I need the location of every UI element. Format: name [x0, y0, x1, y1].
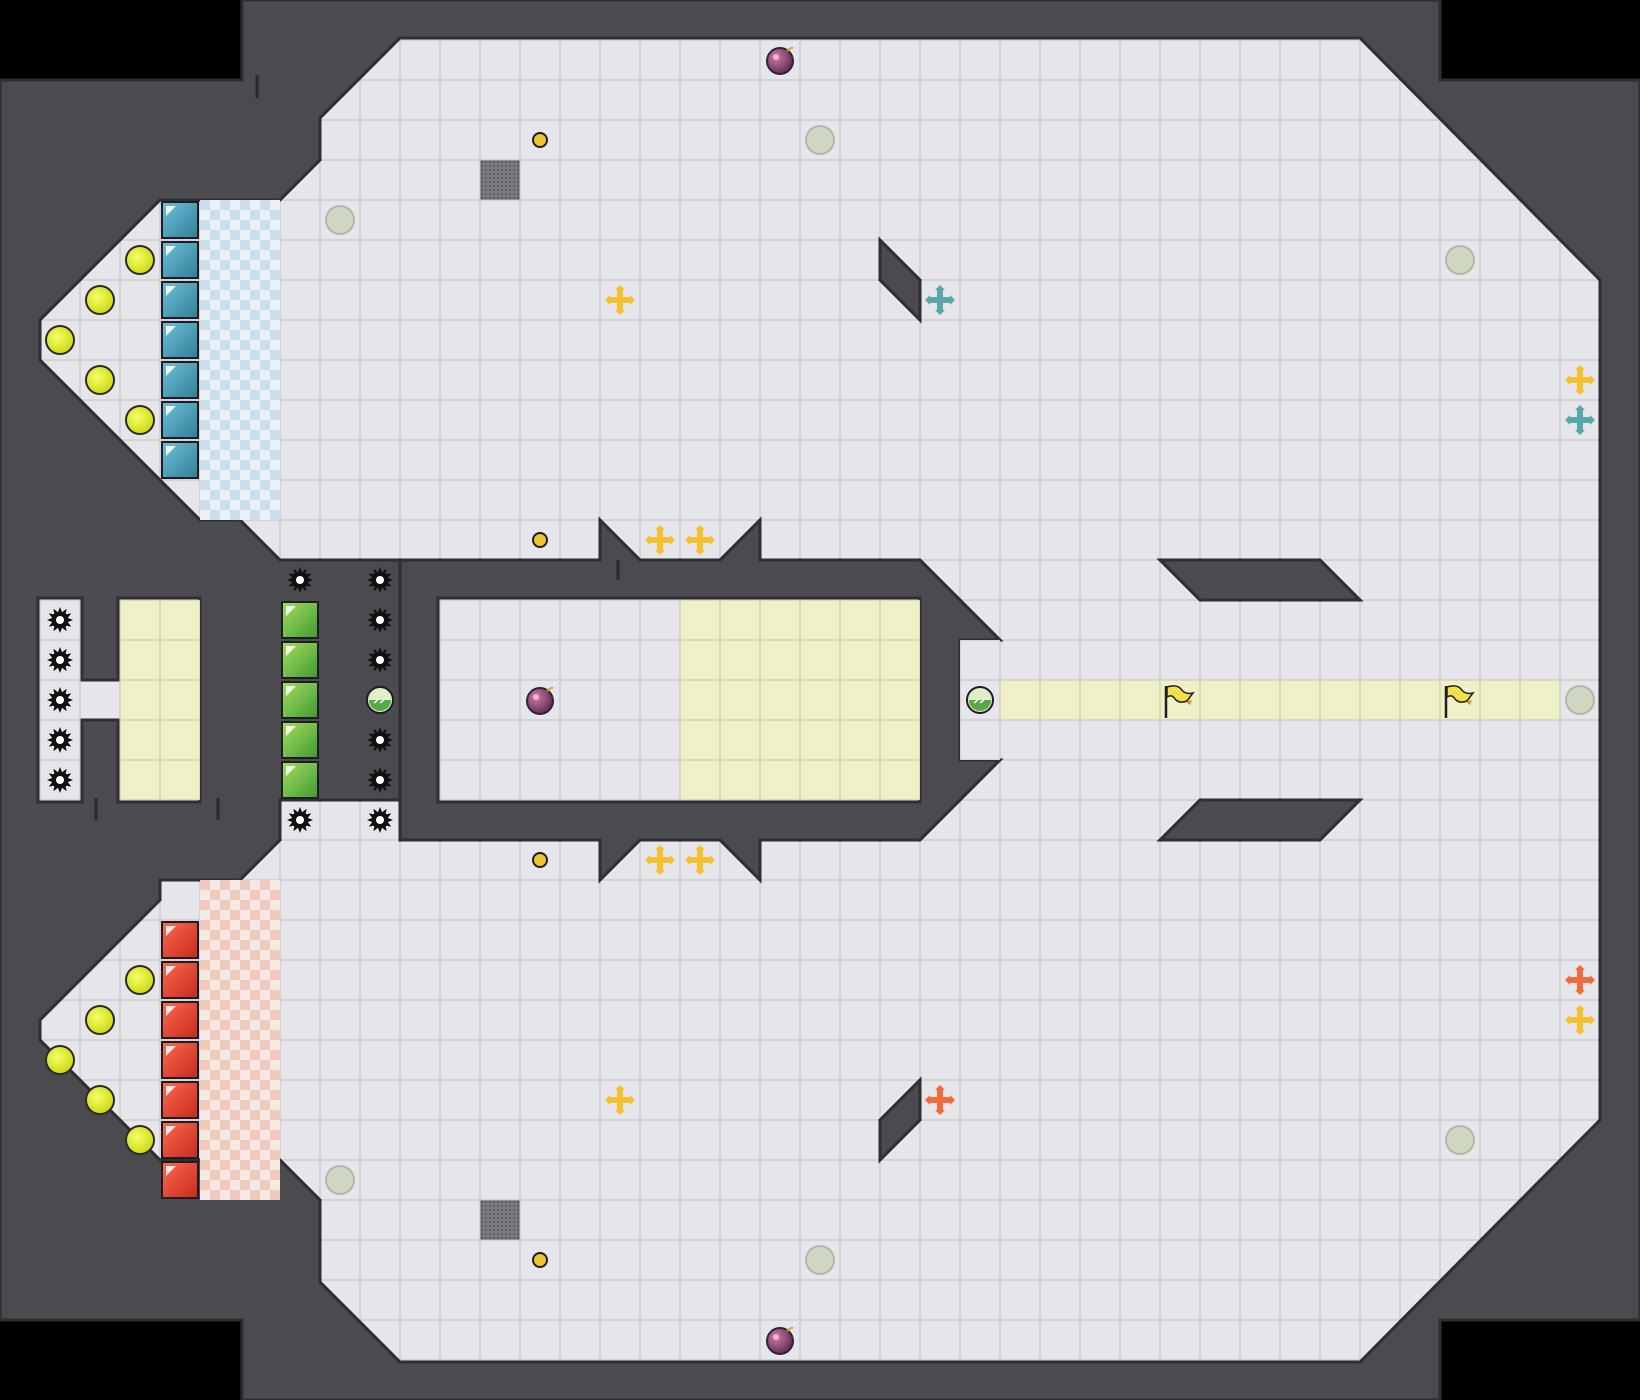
- flag-icon: [1164, 685, 1195, 718]
- spawn-tile-icon: [281, 721, 319, 759]
- wall-diag-bottom: [878, 1076, 922, 1164]
- spike-icon: [287, 807, 313, 833]
- bomb-icon: [766, 46, 794, 75]
- boost-pad-icon: [85, 1005, 115, 1035]
- bomb-icon: [526, 686, 554, 715]
- spawn-tile-icon: [281, 681, 319, 719]
- boost-pad-icon: [85, 365, 115, 395]
- button-icon: [532, 852, 548, 868]
- flag-icon: [1444, 685, 1475, 718]
- powerup-cross-icon: [1565, 965, 1595, 995]
- wall-ticks: [94, 75, 620, 820]
- spawn-tile-icon: [161, 441, 199, 479]
- spike-icon: [47, 767, 73, 793]
- spawn-tile-icon: [161, 201, 199, 239]
- powerup-cross-icon: [685, 525, 715, 555]
- button-icon: [532, 1252, 548, 1268]
- spike-icon: [367, 607, 393, 633]
- boost-pad-icon: [125, 405, 155, 435]
- spike-icon: [287, 567, 313, 593]
- boost-pad-icon: [125, 1125, 155, 1155]
- portal-icon: [366, 686, 394, 714]
- bomb-icon: [766, 1326, 794, 1355]
- button-icon: [532, 132, 548, 148]
- spawn-tile-icon: [281, 761, 319, 799]
- neutral-marker-icon: [325, 1165, 355, 1195]
- powerup-cross-icon: [605, 285, 635, 315]
- spawn-tile-icon: [161, 1161, 199, 1199]
- boost-pad-icon: [125, 245, 155, 275]
- spike-icon: [47, 607, 73, 633]
- wall-ramp-upper: [1156, 558, 1364, 602]
- spawn-tile-icon: [161, 1001, 199, 1039]
- spike-icon: [367, 567, 393, 593]
- button-icon: [532, 532, 548, 548]
- powerup-cross-icon: [1565, 365, 1595, 395]
- boost-pad-icon: [45, 325, 75, 355]
- boost-pad-icon: [85, 285, 115, 315]
- powerup-cross-icon: [1565, 1005, 1595, 1035]
- neutral-marker-icon: [325, 205, 355, 235]
- powerup-cross-icon: [645, 525, 675, 555]
- spawn-tile-icon: [281, 601, 319, 639]
- spike-icon: [47, 647, 73, 673]
- powerup-cross-icon: [925, 285, 955, 315]
- red-spawn-zone: [200, 880, 280, 1200]
- spawn-tile-icon: [161, 361, 199, 399]
- wall-diag-top: [878, 236, 922, 324]
- spawn-tile-icon: [161, 921, 199, 959]
- powerup-cross-icon: [605, 1085, 635, 1115]
- gate-icon: [480, 1200, 520, 1240]
- spawn-tile-icon: [161, 1041, 199, 1079]
- spawn-tile-icon: [161, 961, 199, 999]
- boost-pad-icon: [45, 1045, 75, 1075]
- spike-icon: [367, 647, 393, 673]
- spike-icon: [47, 727, 73, 753]
- spawn-tile-icon: [161, 281, 199, 319]
- powerup-cross-icon: [685, 845, 715, 875]
- spawn-tile-icon: [281, 641, 319, 679]
- powerup-cross-icon: [925, 1085, 955, 1115]
- neutral-marker-icon: [1445, 1125, 1475, 1155]
- neutral-marker-icon: [1565, 685, 1595, 715]
- boost-pad-icon: [125, 965, 155, 995]
- entities: [45, 46, 1595, 1355]
- spawn-tile-icon: [161, 1121, 199, 1159]
- wall-ramp-lower: [1156, 798, 1364, 842]
- blue-spawn-zone: [200, 200, 280, 520]
- left-pocket-pale-zone: [120, 600, 200, 800]
- spike-icon: [367, 727, 393, 753]
- neutral-marker-icon: [805, 1245, 835, 1275]
- right-corridor-pale-zone: [1000, 680, 1560, 720]
- spawn-tile-icon: [161, 1081, 199, 1119]
- spawn-tile-icon: [161, 241, 199, 279]
- center-pale-zone: [680, 600, 920, 800]
- spawn-tile-icon: [161, 321, 199, 359]
- gate-icon: [480, 160, 520, 200]
- spike-icon: [47, 687, 73, 713]
- spike-icon: [367, 767, 393, 793]
- spike-icon: [367, 807, 393, 833]
- boost-pad-icon: [85, 1085, 115, 1115]
- portal-icon: [966, 686, 994, 714]
- spawn-tile-icon: [161, 401, 199, 439]
- neutral-marker-icon: [805, 125, 835, 155]
- neutral-marker-icon: [1445, 245, 1475, 275]
- powerup-cross-icon: [1565, 405, 1595, 435]
- powerup-cross-icon: [645, 845, 675, 875]
